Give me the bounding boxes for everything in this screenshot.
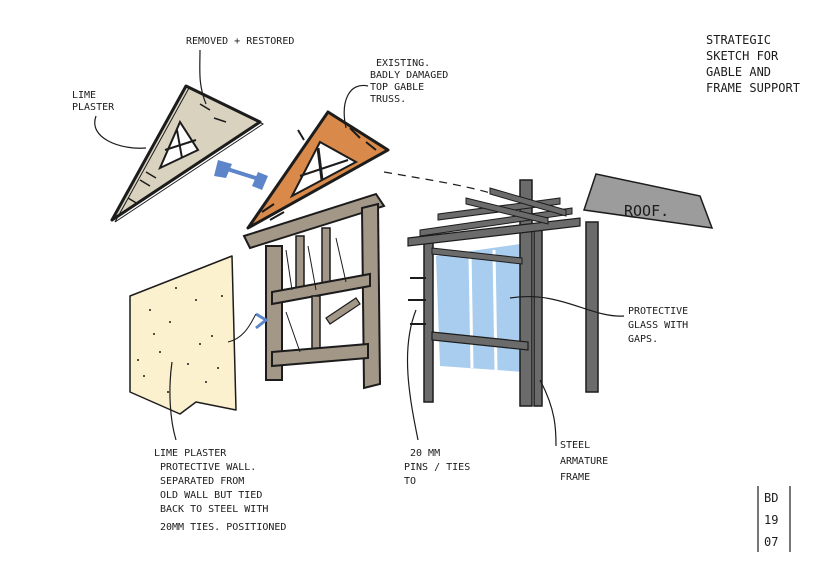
damaged-gable-truss bbox=[246, 110, 390, 230]
signature-initials: BD bbox=[764, 491, 778, 505]
steel-armature-frame bbox=[407, 179, 599, 407]
lime-wall-note-3: SEPARATED FROM bbox=[160, 476, 244, 487]
leader-wall-to-frame bbox=[227, 313, 257, 343]
leader-existing-truss bbox=[343, 84, 369, 129]
relocation-dashed-line bbox=[383, 171, 501, 197]
label-roof: ROOF. bbox=[624, 202, 669, 220]
title-line-4: FRAME SUPPORT bbox=[706, 81, 800, 95]
label-protective-glass-3: GAPS. bbox=[628, 334, 658, 345]
label-protective-glass-2: GLASS WITH bbox=[628, 320, 688, 331]
label-steel-frame-2: ARMATURE bbox=[560, 456, 608, 467]
label-pins-ties-2: PINS / TIES bbox=[404, 462, 470, 473]
insert-arrow-icon bbox=[255, 312, 269, 330]
signature-day: 19 bbox=[764, 513, 778, 527]
lime-plaster-wall bbox=[129, 255, 237, 415]
leader-steel-frame bbox=[539, 379, 557, 447]
lime-wall-note-4: OLD WALL BUT TIED bbox=[160, 490, 262, 501]
leader-removed-restored bbox=[199, 49, 207, 105]
sketch-title: STRATEGIC SKETCH FOR GABLE AND FRAME SUP… bbox=[706, 33, 800, 95]
title-line-2: SKETCH FOR bbox=[706, 49, 779, 63]
lime-wall-note-2: PROTECTIVE WALL. bbox=[160, 462, 256, 473]
label-steel-frame-1: STEEL bbox=[560, 440, 590, 451]
label-pins-ties-3: TO bbox=[404, 476, 416, 487]
label-existing-truss-2: BADLY DAMAGED bbox=[370, 70, 448, 81]
swap-arrows-icon bbox=[214, 160, 268, 190]
leader-pins-ties bbox=[406, 309, 419, 441]
label-protective-glass-1: PROTECTIVE bbox=[628, 306, 688, 317]
leader-protective-glass bbox=[509, 296, 625, 317]
label-lime-plaster-1: LIME bbox=[72, 90, 96, 101]
label-removed-restored: REMOVED + RESTORED bbox=[186, 36, 294, 47]
signature-block: BD 19 07 bbox=[757, 486, 791, 552]
lime-wall-note-1: LIME PLASTER bbox=[154, 448, 227, 459]
leader-lime-plaster bbox=[94, 115, 147, 149]
lime-wall-note: LIME PLASTER PROTECTIVE WALL. SEPARATED … bbox=[154, 448, 286, 533]
label-existing-truss-3: TOP GABLE bbox=[370, 82, 424, 93]
restored-gable-truss bbox=[110, 84, 265, 223]
label-existing-truss-4: TRUSS. bbox=[370, 94, 406, 105]
label-existing-truss-1: EXISTING. bbox=[376, 58, 430, 69]
roof-block: ROOF. bbox=[583, 173, 714, 229]
title-line-3: GABLE AND bbox=[706, 65, 771, 79]
timber-frame bbox=[242, 192, 386, 390]
label-steel-frame-3: FRAME bbox=[560, 472, 590, 483]
label-pins-ties-1: 20 MM bbox=[410, 448, 440, 459]
label-lime-plaster-2: PLASTER bbox=[72, 102, 115, 113]
signature-month: 07 bbox=[764, 535, 778, 549]
title-line-1: STRATEGIC bbox=[706, 33, 771, 47]
lime-wall-note-5: BACK TO STEEL WITH bbox=[160, 504, 268, 515]
leader-lime-wall-note bbox=[169, 361, 177, 441]
lime-wall-note-6: 20MM TIES. POSITIONED bbox=[160, 522, 286, 533]
